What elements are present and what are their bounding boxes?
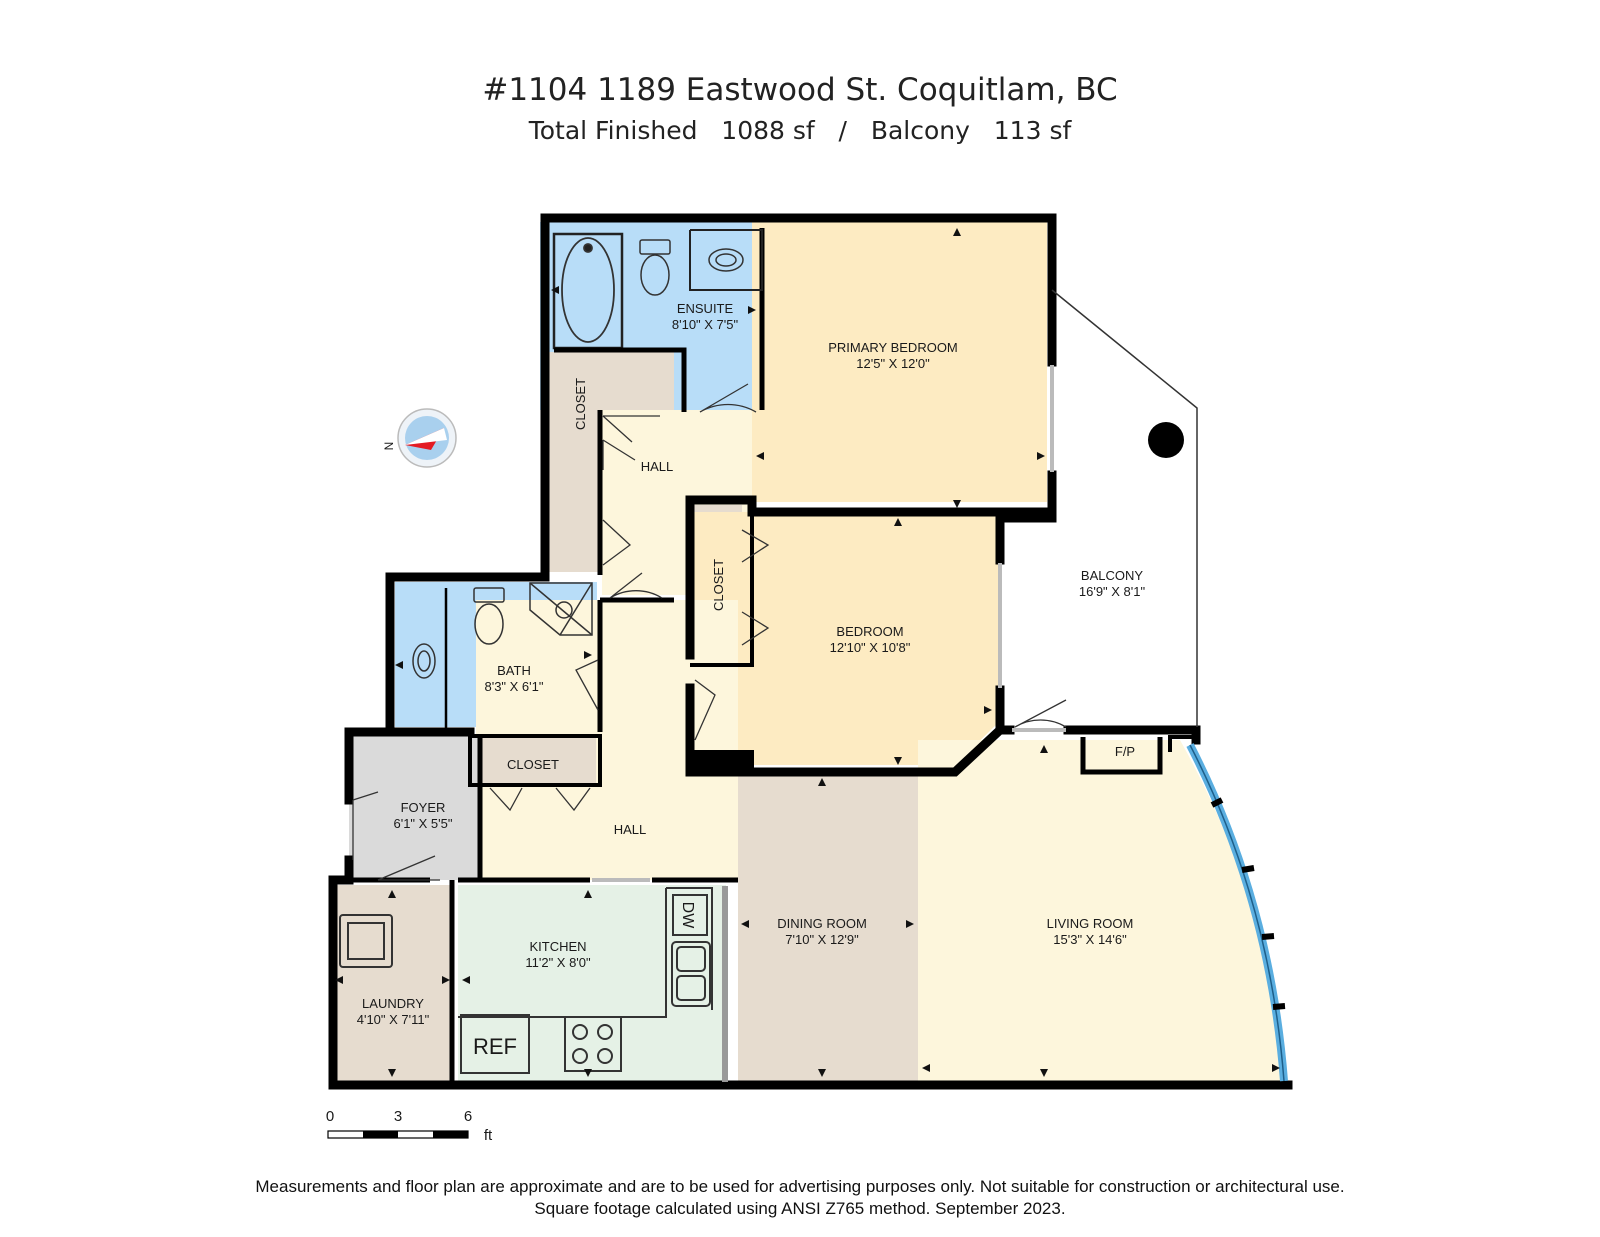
finished-area: 1088 sf [721,116,815,145]
svg-text:12'5" X 12'0": 12'5" X 12'0" [856,356,930,371]
svg-text:BALCONY: BALCONY [1081,568,1143,583]
svg-text:ENSUITE: ENSUITE [677,301,734,316]
svg-text:KITCHEN: KITCHEN [529,939,586,954]
scale-bar: 0 3 6 ft [326,1108,493,1144]
column-block [688,750,754,776]
finished-label: Total Finished [528,116,698,145]
svg-text:7'10" X 12'9": 7'10" X 12'9" [785,932,859,947]
bath-toilet-icon [473,587,505,645]
shower-icon [529,582,593,636]
svg-text:BATH: BATH [497,663,531,678]
closet-bottom-floor [474,736,596,786]
door-swings [352,383,1067,881]
closet-label-bottom: CLOSET [507,757,559,772]
svg-text:8'10" X 7'5": 8'10" X 7'5" [672,317,739,332]
dw-label: DW [679,902,696,930]
disclaimer-line-1: Measurements and floor plan are approxim… [255,1177,1345,1196]
closet-label-mid: CLOSET [711,559,726,611]
area-summary: Total Finished 1088 sf / Balcony 113 sf [0,116,1600,145]
svg-text:FOYER: FOYER [401,800,446,815]
window-mullions [1210,797,1286,1010]
ensuite-tub-icon [561,237,615,343]
svg-text:11'2" X 8'0": 11'2" X 8'0" [525,955,591,970]
svg-text:4'10" X 7'11": 4'10" X 7'11" [357,1012,430,1027]
plan-title: #1104 1189 Eastwood St. Coquitlam, BC [482,72,1118,108]
living-floor [918,740,1284,1081]
compass-icon: N [382,408,457,468]
svg-text:6'1" X 5'5": 6'1" X 5'5" [393,816,452,831]
dining-floor [738,772,918,1081]
compass-letter: N [382,442,396,451]
counter-outline [458,887,713,1018]
dimension-arrows [335,228,1280,1077]
scale-tick-0: 0 [326,1108,334,1125]
scale-tick-6: 6 [464,1108,472,1125]
balcony-outline [1051,289,1198,727]
balcony-area: 113 sf [993,116,1072,145]
svg-text:BEDROOM: BEDROOM [836,624,903,639]
ensuite-toilet-icon [639,239,671,296]
ref-label: REF [473,1034,517,1059]
kitchen-sink-icon [671,941,711,1007]
ensuite-sink-icon [708,248,744,272]
svg-text:DINING ROOM: DINING ROOM [777,916,867,931]
balcony-column-icon [1148,422,1184,458]
closet-label-top: CLOSET [573,378,588,430]
balcony-label: Balcony [870,116,970,145]
svg-text:LAUNDRY: LAUNDRY [362,996,424,1011]
foyer-floor [349,736,479,880]
fireplace-label: F/P [1115,744,1135,759]
bedroom-floor [694,512,998,765]
interior-walls [349,228,1196,1085]
svg-text:16'9" X 8'1": 16'9" X 8'1" [1079,584,1146,599]
bath-sink-icon [412,643,436,679]
balcony-floor [998,290,1197,727]
primary-bedroom-floor [752,222,1047,502]
disclaimer-line-2: Square footage calculated using ANSI Z76… [534,1199,1066,1218]
svg-text:12'10" X 10'8": 12'10" X 10'8" [830,640,911,655]
svg-text:PRIMARY BEDROOM: PRIMARY BEDROOM [828,340,958,355]
scale-tick-3: 3 [394,1108,402,1125]
laundry-floor [333,885,453,1081]
washer-icon [339,914,393,968]
dining-wall-strip [722,886,728,1082]
svg-text:8'3" X 6'1": 8'3" X 6'1" [484,679,543,694]
summary-separator: / [838,116,847,145]
scale-unit: ft [484,1127,493,1144]
svg-text:LIVING ROOM: LIVING ROOM [1047,916,1134,931]
hall-label-lower: HALL [614,822,647,837]
refrigerator-icon: REF [460,1014,530,1074]
svg-text:15'3" X 14'6": 15'3" X 14'6" [1053,932,1127,947]
dishwasher-icon: DW [672,894,708,936]
room-fills [333,222,1284,1081]
hall-label-upper: HALL [641,459,674,474]
